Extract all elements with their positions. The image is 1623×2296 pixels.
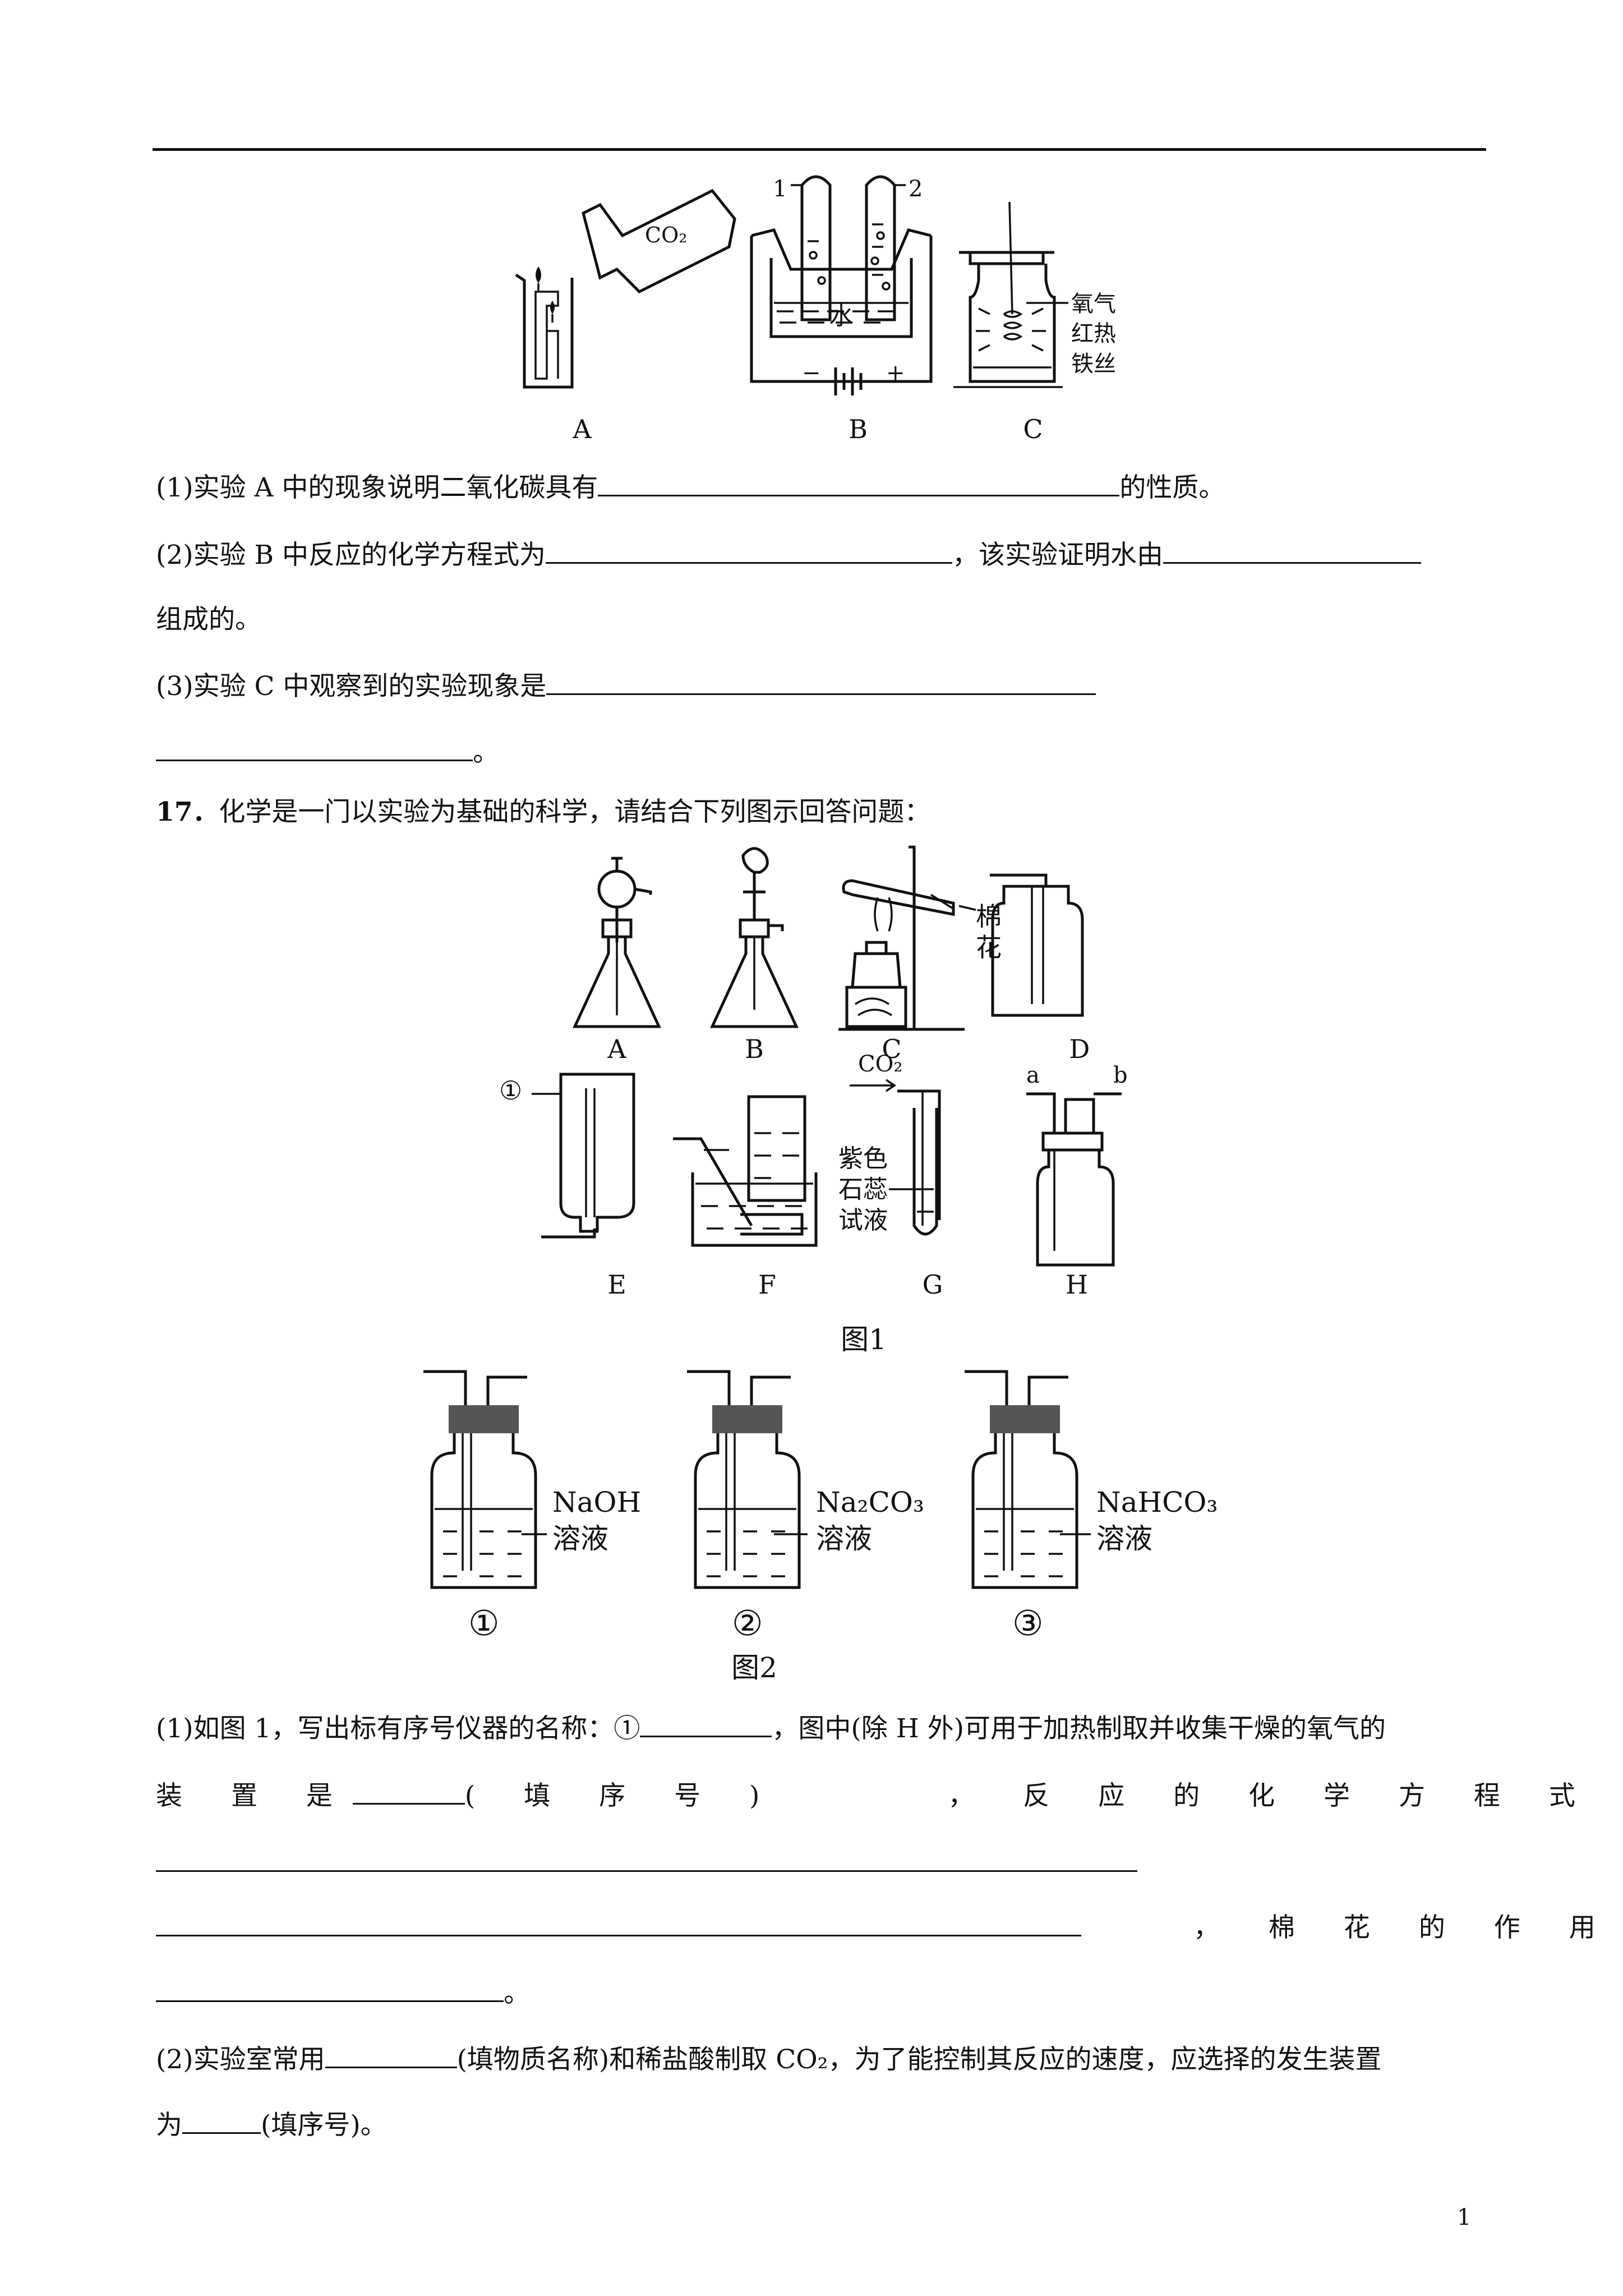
solution-3-word: 溶液 bbox=[1096, 1522, 1152, 1555]
q16-part3: (3)实验 C 中观察到的实验现象是 bbox=[156, 669, 1096, 703]
solution-2-word: 溶液 bbox=[816, 1522, 872, 1555]
q17-part1-line1: (1)如图 1，写出标有序号仪器的名称：①，图中(除 H 外)可用于加热制取并收… bbox=[156, 1711, 1386, 1746]
figure-label-c: C bbox=[1023, 414, 1043, 444]
answer-blank[interactable] bbox=[546, 537, 952, 564]
q17-part2-line2: 为(填序号)。 bbox=[156, 2108, 387, 2142]
figure-1-caption: 图1 bbox=[841, 1323, 887, 1356]
wash-bottle-1 bbox=[423, 1370, 547, 1589]
header-rule bbox=[153, 148, 1486, 151]
apparatus-c bbox=[838, 845, 976, 1031]
apparatus-b bbox=[710, 847, 799, 1028]
tube-1-label: 1 bbox=[773, 176, 787, 202]
answer-blank[interactable] bbox=[156, 1910, 1081, 1936]
wash-bottle-3 bbox=[965, 1370, 1091, 1589]
oxygen-label: 氧气 bbox=[1071, 291, 1116, 317]
electrolysis-apparatus bbox=[750, 175, 933, 395]
apparatus-label-b: B bbox=[745, 1034, 764, 1064]
q17-part2-line1: (2)实验室常用(填物质名称)和稀盐酸制取 CO₂，为了能控制其反应的速度，应选… bbox=[156, 2042, 1382, 2077]
apparatus-f bbox=[673, 1095, 818, 1247]
figure-label-b: B bbox=[849, 414, 868, 444]
apparatus-e bbox=[532, 1073, 635, 1239]
apparatus-label-f: F bbox=[758, 1269, 776, 1300]
apparatus-label-a: A bbox=[607, 1034, 626, 1064]
apparatus-h bbox=[1026, 1092, 1122, 1267]
beaker-candles-apparatus bbox=[515, 188, 736, 389]
solution-2-name: Na₂CO₃ bbox=[816, 1486, 924, 1519]
q16-part1: (1)实验 A 中的现象说明二氧化碳具有的性质。 bbox=[156, 470, 1225, 505]
q17-part1-line2: 装 置 是( 填 序 号 )， 反 应 的 化 学 方 程 式 为 bbox=[156, 1778, 1623, 1813]
port-a-label: a bbox=[1026, 1062, 1040, 1088]
apparatus-label-d: D bbox=[1069, 1034, 1090, 1064]
minus-label: − bbox=[802, 360, 821, 386]
q17-part1-line5: 。 bbox=[156, 1976, 530, 2010]
litmus-label-3: 试液 bbox=[838, 1206, 888, 1235]
apparatus-label-h: H bbox=[1065, 1269, 1089, 1300]
solution-1-name: NaOH bbox=[552, 1486, 641, 1519]
plus-label: + bbox=[886, 360, 905, 386]
litmus-label-2: 石蕊 bbox=[838, 1175, 888, 1204]
answer-blank[interactable] bbox=[598, 470, 1120, 496]
answer-blank[interactable] bbox=[156, 735, 473, 761]
answer-blank[interactable] bbox=[325, 2042, 457, 2068]
answer-blank[interactable] bbox=[546, 669, 1096, 695]
apparatus-label-g: G bbox=[922, 1269, 943, 1300]
page-number: 1 bbox=[1457, 2205, 1472, 2230]
answer-blank[interactable] bbox=[156, 1846, 1137, 1872]
answer-blank[interactable] bbox=[352, 1778, 465, 1805]
apparatus-d bbox=[990, 873, 1084, 1017]
q16-part2-cont: 组成的。 bbox=[156, 604, 261, 635]
hot-label: 红热 bbox=[1071, 321, 1116, 347]
q17-part1-line3 bbox=[156, 1846, 1137, 1880]
answer-blank[interactable] bbox=[1163, 537, 1421, 564]
apparatus-g bbox=[850, 1079, 941, 1236]
figure-2-caption: 图2 bbox=[731, 1651, 777, 1684]
instrument-1-label: ① bbox=[499, 1075, 522, 1106]
figure-label-a: A bbox=[573, 414, 592, 444]
litmus-label-1: 紫色 bbox=[838, 1144, 888, 1173]
solution-3-name: NaHCO₃ bbox=[1096, 1486, 1218, 1519]
iron-label: 铁丝 bbox=[1071, 351, 1116, 377]
apparatus-a bbox=[573, 857, 661, 1028]
answer-blank[interactable] bbox=[182, 2108, 261, 2134]
cotton-label-2: 花 bbox=[976, 932, 1002, 963]
co2-flow-label: CO₂ bbox=[858, 1051, 902, 1077]
bottle-number-2: ② bbox=[732, 1603, 763, 1644]
q16-part3-cont: 。 bbox=[156, 735, 499, 770]
answer-blank[interactable] bbox=[156, 1976, 504, 2002]
apparatus-label-c: C bbox=[882, 1034, 902, 1064]
co2-bottle-label: CO₂ bbox=[645, 223, 687, 247]
water-label: 水 bbox=[829, 302, 854, 330]
port-b-label: b bbox=[1113, 1062, 1128, 1088]
iron-combustion-apparatus bbox=[953, 201, 1068, 388]
bottle-number-3: ③ bbox=[1012, 1603, 1044, 1644]
solution-1-word: 溶液 bbox=[552, 1522, 608, 1555]
tube-2-label: 2 bbox=[909, 176, 923, 202]
cotton-label-1: 棉 bbox=[976, 901, 1002, 932]
answer-blank[interactable] bbox=[640, 1711, 772, 1737]
wash-bottle-2 bbox=[687, 1370, 808, 1589]
q16-part2: (2)实验 B 中反应的化学方程式为，该实验证明水由 bbox=[156, 537, 1421, 572]
bottle-number-1: ① bbox=[468, 1603, 500, 1644]
q17-part1-line4: ， 棉 花 的 作 用 是 bbox=[156, 1910, 1623, 1945]
q17-stem: 17．化学是一门以实验为基础的科学，请结合下列图示回答问题： bbox=[156, 797, 931, 827]
apparatus-label-e: E bbox=[607, 1269, 626, 1300]
